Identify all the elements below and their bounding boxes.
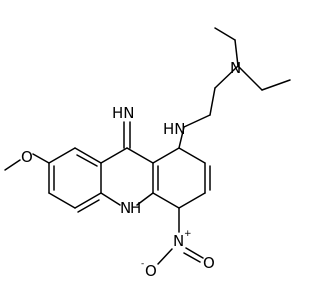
label-nitro-n: N — [173, 232, 184, 250]
structure-diagram: N HN HN O N H N + O - O — [4, 27, 291, 280]
bond-methoxy-o — [32, 153, 50, 164]
bond-l6 — [74, 147, 102, 164]
bond-r6 — [152, 147, 180, 164]
bond-ethyl1-ch2 — [234, 39, 239, 67]
bond-nitro-o1 — [157, 248, 173, 265]
label-amine-nh: HN — [163, 120, 186, 138]
bond-ethyl2-ch3 — [261, 79, 291, 91]
bond-layer — [4, 27, 291, 265]
bond-m3 — [100, 192, 121, 206]
label-ring-h: H — [130, 199, 141, 217]
bond-methoxy-c — [4, 159, 21, 171]
bond-nitro-o2-2 — [183, 252, 201, 263]
label-ring-n: N — [120, 199, 131, 217]
label-tertiary-n: N — [230, 59, 241, 77]
bond-l2-double — [77, 199, 100, 213]
label-nitro-plus: + — [184, 229, 192, 239]
bond-nh-ring — [178, 126, 185, 149]
bond-l3 — [48, 192, 76, 209]
atom-labels: N HN HN O N H N + O - O — [21, 59, 241, 280]
bond-l2 — [74, 192, 102, 209]
bond-ch2-nh — [183, 114, 211, 128]
bond-m4 — [136, 192, 154, 206]
label-methoxy-o: O — [21, 148, 33, 166]
bond-m1 — [126, 147, 154, 164]
bond-n-ch2 — [214, 65, 239, 89]
bond-ethyl1-ch3 — [214, 27, 236, 41]
bond-l6-double — [76, 154, 98, 167]
bond-ethyl2-ch2 — [237, 65, 263, 91]
label-nitro-o1: O — [145, 262, 157, 280]
label-nitro-o1-minus: - — [141, 259, 144, 269]
label-nitro-o2: O — [203, 254, 215, 272]
bond-nitro-o2-1 — [185, 247, 204, 259]
bond-ch2-ch2 — [209, 87, 216, 116]
bond-r1 — [178, 147, 206, 164]
bond-l5 — [48, 147, 76, 164]
bond-r3 — [178, 192, 206, 209]
label-imine: HN — [112, 104, 135, 122]
bond-m2 — [100, 147, 128, 164]
bond-r4 — [152, 192, 180, 209]
